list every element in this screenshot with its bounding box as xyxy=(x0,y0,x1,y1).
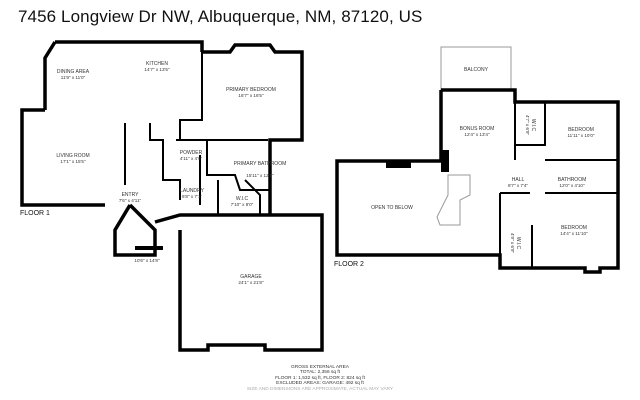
area-summary: GROSS EXTERNAL AREA TOTAL: 2,356 sq ft F… xyxy=(200,365,440,392)
svg-text:BEDROOM: BEDROOM xyxy=(561,225,587,231)
svg-text:12'0" x 4'10": 12'0" x 4'10" xyxy=(559,183,585,188)
svg-text:LIVING ROOM: LIVING ROOM xyxy=(56,153,89,159)
svg-text:14'4" x 11'10": 14'4" x 11'10" xyxy=(560,231,588,236)
svg-text:GARAGE: GARAGE xyxy=(240,274,262,280)
svg-text:BATHROOM: BATHROOM xyxy=(558,177,587,183)
staircase xyxy=(436,174,471,226)
floor1-label: FLOOR 1 xyxy=(20,210,50,217)
svg-text:HALL: HALL xyxy=(512,177,525,183)
floor2-walls xyxy=(335,46,620,274)
svg-text:POWDER: POWDER xyxy=(180,150,203,156)
svg-text:16'7" x 16'5": 16'7" x 16'5" xyxy=(238,93,264,98)
svg-text:W.I.C: W.I.C xyxy=(530,119,536,132)
svg-text:LAUNDRY: LAUNDRY xyxy=(180,188,204,194)
fireplace-mark xyxy=(135,246,163,250)
svg-text:15'11" x 12'1": 15'11" x 12'1" xyxy=(246,173,274,178)
svg-text:14'7" x 13'5": 14'7" x 13'5" xyxy=(144,67,170,72)
svg-text:8'7" x 7'4": 8'7" x 7'4" xyxy=(508,183,528,188)
room-primary-bathroom: PRIMARY BATHROOM 15'11" x 12'1" xyxy=(234,161,287,178)
room-balcony: BALCONY xyxy=(464,67,489,73)
svg-text:PRIMARY BEDROOM: PRIMARY BEDROOM xyxy=(226,87,276,93)
svg-text:4'9" x 6'9": 4'9" x 6'9" xyxy=(510,233,515,253)
svg-text:BONUS ROOM: BONUS ROOM xyxy=(460,126,495,132)
svg-text:OPEN TO BELOW: OPEN TO BELOW xyxy=(371,205,413,211)
svg-text:10'6" x 14'8": 10'6" x 14'8" xyxy=(134,258,160,263)
svg-text:PRIMARY BATHROOM: PRIMARY BATHROOM xyxy=(234,161,287,167)
svg-text:BEDROOM: BEDROOM xyxy=(568,127,594,133)
svg-text:KITCHEN: KITCHEN xyxy=(146,61,168,67)
room-wic-lower: W.I.C4'9" x 6'9" xyxy=(510,233,521,253)
svg-text:11'9" x 11'0": 11'9" x 11'0" xyxy=(61,75,86,80)
svg-text:4'11" x 4'9": 4'11" x 4'9" xyxy=(180,156,203,161)
svg-text:BALCONY: BALCONY xyxy=(464,67,489,73)
svg-text:24'1" x 21'8": 24'1" x 21'8" xyxy=(238,280,264,285)
svg-text:7'10" x 8'0": 7'10" x 8'0" xyxy=(231,202,254,207)
page-title: 7456 Longview Dr NW, Albuquerque, NM, 87… xyxy=(18,7,423,26)
area-floors: FLOOR 1: 1,532 sq ft, FLOOR 2: 824 sq ft xyxy=(275,375,365,381)
room-wic: W.I.C7'10" x 8'0" xyxy=(231,196,254,207)
column-mark xyxy=(441,150,449,172)
area-disclaimer: SIZE AND DIMENSIONS ARE APPROXIMATE, ACT… xyxy=(246,386,394,392)
svg-text:12'4" x 13'4": 12'4" x 13'4" xyxy=(464,132,490,137)
svg-text:W.I.C: W.I.C xyxy=(515,237,521,250)
room-wic-upper: W.I.C4'7" x 6'9" xyxy=(525,115,536,135)
room-front-room: 10'6" x 14'8" xyxy=(134,258,160,263)
fireplace-mark xyxy=(386,160,411,168)
area-excluded: EXCLUDED AREAS: GARAGE: 492 sq ft xyxy=(276,381,364,387)
floor1-walls xyxy=(20,40,324,352)
svg-text:4'7" x 6'9": 4'7" x 6'9" xyxy=(525,115,530,135)
svg-text:6'8" x 7'1": 6'8" x 7'1" xyxy=(182,194,202,199)
svg-text:11'11" x 10'0": 11'11" x 10'0" xyxy=(567,133,594,138)
room-open-to-below: OPEN TO BELOW xyxy=(371,205,413,211)
svg-text:ENTRY: ENTRY xyxy=(122,192,140,198)
area-heading: GROSS EXTERNAL AREA xyxy=(291,365,349,370)
svg-text:17'1" x 15'5": 17'1" x 15'5" xyxy=(60,159,86,164)
floor2-label: FLOOR 2 xyxy=(334,261,364,268)
svg-text:W.I.C: W.I.C xyxy=(236,196,249,202)
svg-text:7'6" x 4'11": 7'6" x 4'11" xyxy=(119,198,142,203)
svg-text:DINING AREA: DINING AREA xyxy=(57,69,90,75)
area-total: TOTAL: 2,356 sq ft xyxy=(299,370,341,376)
